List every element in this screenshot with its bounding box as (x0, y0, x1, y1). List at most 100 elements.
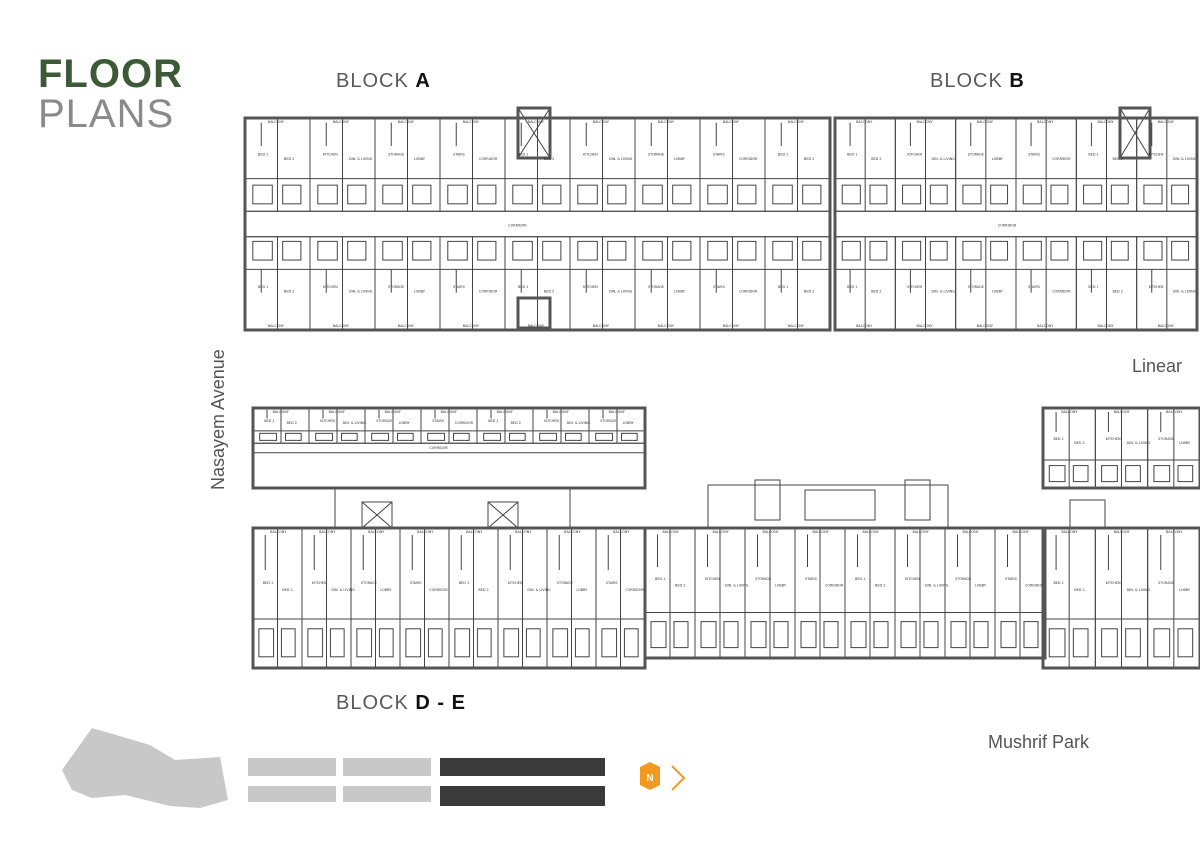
block-a-stair-core (516, 106, 552, 160)
room-label: BED 1 (518, 152, 528, 156)
room-label: BALCONY (329, 410, 346, 414)
wall (517, 107, 551, 159)
room-label: BALCONY (658, 120, 675, 124)
stair-core (1069, 499, 1106, 529)
room-label: BED 1 (1088, 285, 1098, 289)
bathroom (1083, 184, 1103, 205)
room-label: STAIRS (432, 419, 444, 423)
room-label: BALCONY (1013, 530, 1030, 534)
wardrobe (427, 628, 443, 658)
room-label: BED 1 (1053, 581, 1063, 585)
bathroom (750, 621, 767, 649)
room-label: BALCONY (723, 324, 740, 328)
room-label: LOBBY (380, 588, 392, 592)
room-label: LOBBY (775, 584, 787, 588)
room-label: BALCONY (1166, 530, 1183, 534)
site-key-plan (62, 728, 605, 808)
room-label: CORRIDOR (1052, 157, 1071, 161)
room-label: CORRIDOR (625, 588, 644, 592)
site-block-b-top (343, 758, 431, 776)
room-label: LOBBY (399, 421, 411, 425)
page-title-line2: PLANS (38, 92, 175, 136)
wardrobe (1050, 184, 1069, 205)
bathroom (512, 184, 533, 205)
room-label: BALCONY (268, 324, 285, 328)
wardrobe (723, 621, 739, 649)
bathroom (503, 628, 520, 658)
wardrobe (737, 184, 757, 205)
room-label: BALCONY (593, 120, 610, 124)
room-label: BALCONY (763, 530, 780, 534)
room-label: BALCONY (856, 324, 873, 328)
room-label: BALCONY (1166, 410, 1183, 414)
room-label: BED 2 (287, 421, 297, 425)
wall (1119, 107, 1151, 159)
room-label: BALCONY (1061, 410, 1078, 414)
bathroom (841, 240, 861, 261)
wardrobe (1177, 628, 1194, 658)
wardrobe (1110, 184, 1129, 205)
bathroom (552, 628, 569, 658)
bathroom (1048, 465, 1066, 483)
room-label: STAIRS (606, 581, 618, 585)
room-label: STAIRS (410, 581, 422, 585)
corridor-label: CORRIDOR (508, 224, 527, 228)
wardrobe (802, 240, 822, 261)
room-label: LOBBY (992, 157, 1004, 161)
room-label: STAIRS (1005, 577, 1017, 581)
room-label: DIN. & LIVING (349, 157, 373, 161)
wardrobe (280, 628, 296, 658)
room-label: BALCONY (270, 530, 287, 534)
room-label: BALCONY (528, 120, 545, 124)
room-label-layer: BED 1 BED 2 BALCONY KITCHEN DIN. & LIVING BAL… (258, 120, 1197, 592)
wardrobe (347, 184, 367, 205)
bathroom (252, 184, 273, 205)
bathroom (902, 240, 922, 261)
bathroom (841, 184, 861, 205)
room-label: CORRIDOR (479, 290, 498, 294)
room-label: DIN. & LIVING (932, 157, 956, 161)
room-label: STORAGE (955, 577, 971, 581)
room-label: BALCONY (385, 410, 402, 414)
block-b-stair-core (1118, 106, 1152, 160)
room-label: CORRIDOR (1052, 290, 1071, 294)
bathroom (772, 184, 793, 205)
wardrobe (623, 628, 639, 658)
room-label: STORAGE (968, 152, 984, 156)
wardrobe (1050, 240, 1069, 261)
wardrobe (1171, 240, 1190, 261)
room-label: DIN. & LIVING (932, 290, 956, 294)
room-label: BED 2 (478, 588, 488, 592)
room-label: LOBBY (623, 421, 635, 425)
bathroom (800, 621, 817, 649)
room-label: BALCONY (609, 410, 626, 414)
block-e-core (707, 484, 949, 529)
room-label: DIN. & LIVING (1127, 588, 1151, 592)
room-label: DIN. & LIVING (527, 588, 551, 592)
room-label: BED 1 (488, 419, 498, 423)
block-a-prefix: BLOCK (336, 70, 416, 92)
room-label: BALCONY (1097, 324, 1114, 328)
wardrobe (329, 628, 345, 658)
room-label: STAIRS (1028, 152, 1040, 156)
wardrobe (672, 240, 692, 261)
stair-core (904, 479, 931, 521)
room-label: BALCONY (1114, 410, 1131, 414)
block-de-letter: D - E (415, 692, 466, 714)
wardrobe (477, 240, 497, 261)
bathroom (642, 184, 663, 205)
room-label: CORRIDOR (1025, 584, 1044, 588)
bathroom (483, 432, 502, 441)
bathroom (577, 184, 598, 205)
bathroom (902, 184, 922, 205)
room-label: CORRIDOR (825, 584, 844, 588)
wardrobe (452, 432, 470, 441)
bathroom (595, 432, 614, 441)
room-label: KITCHEN (508, 581, 523, 585)
bathroom (382, 240, 403, 261)
compass-icon[interactable]: N (640, 762, 686, 791)
street-label-linear: Linear (1132, 356, 1183, 376)
bathroom (1153, 465, 1171, 483)
room-label: BALCONY (466, 530, 483, 534)
